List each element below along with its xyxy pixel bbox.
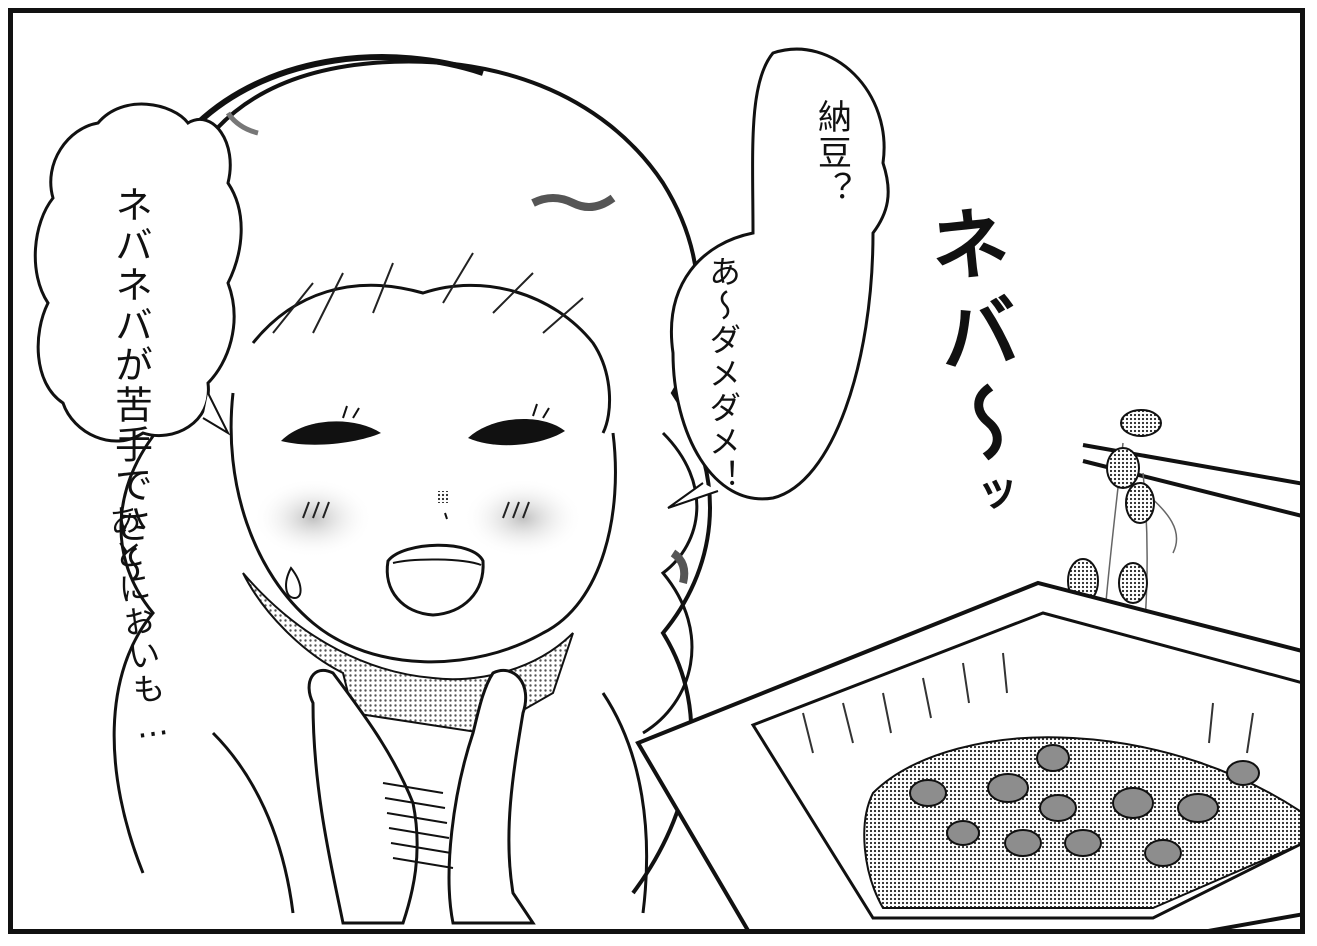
face-outline [229, 392, 617, 664]
left-bubble-text: ネバネバが苦手でさ～ [108, 185, 153, 585]
sound-effect-small: ッ [961, 469, 1018, 529]
natto-mass [863, 736, 1300, 909]
left-speech-bubble [33, 102, 243, 443]
left-eye [281, 421, 381, 445]
left-hand [307, 668, 419, 925]
hair-outline [161, 59, 712, 895]
comic-panel: ネバネバが苦手でさ～ 納豆？ あ～ダメダメ！ あとにおいも… ネバ～ッ [8, 8, 1305, 934]
right-speech-bubble [670, 47, 890, 501]
right-bubble-title: 納豆？ [811, 99, 852, 207]
bangs [251, 283, 612, 434]
mouth [385, 543, 485, 617]
right-bubble-text: あ～ダメダメ！ [704, 255, 742, 493]
right-eye [468, 418, 565, 446]
comic-artwork [33, 47, 1300, 929]
right-hand [447, 668, 536, 925]
